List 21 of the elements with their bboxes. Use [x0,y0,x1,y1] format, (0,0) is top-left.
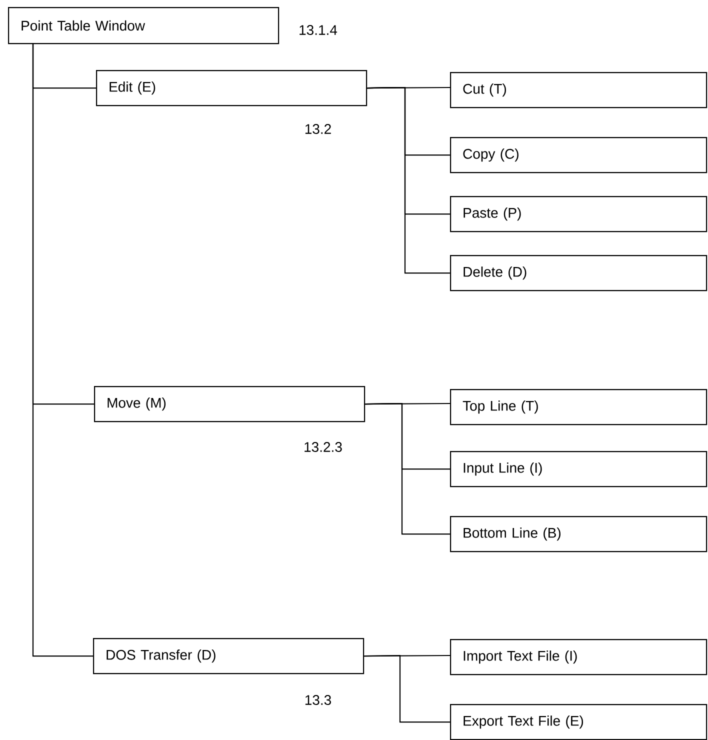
menu-box: Input Line (I) [450,451,708,488]
section-number: 13.2.3 [304,442,342,452]
section-number: 13.3 [305,695,331,705]
section-number: 13.1.4 [300,25,338,35]
connector-line [365,402,450,535]
menu-box: Paste (P) [450,196,708,232]
connector-line [32,43,93,657]
menu-box: Import Text File (I) [450,639,708,676]
menu-box: Edit (E) [96,70,368,106]
section-number: 13.2 [305,124,331,134]
menu-box: Top Line (T) [450,389,708,426]
menu-box: Cut (T) [450,72,708,108]
menu-box: DOS Transfer (D) [93,638,364,674]
menu-box: Copy (C) [450,137,708,174]
menu-box: Bottom Line (B) [450,516,708,552]
menu-box: Delete (D) [450,255,708,292]
menu-box: Export Text File (E) [450,704,708,740]
connector-line [367,86,450,274]
menu-box: Point Table Window [8,7,280,44]
connector-line [364,654,450,723]
menu-box: Move (M) [94,386,366,422]
